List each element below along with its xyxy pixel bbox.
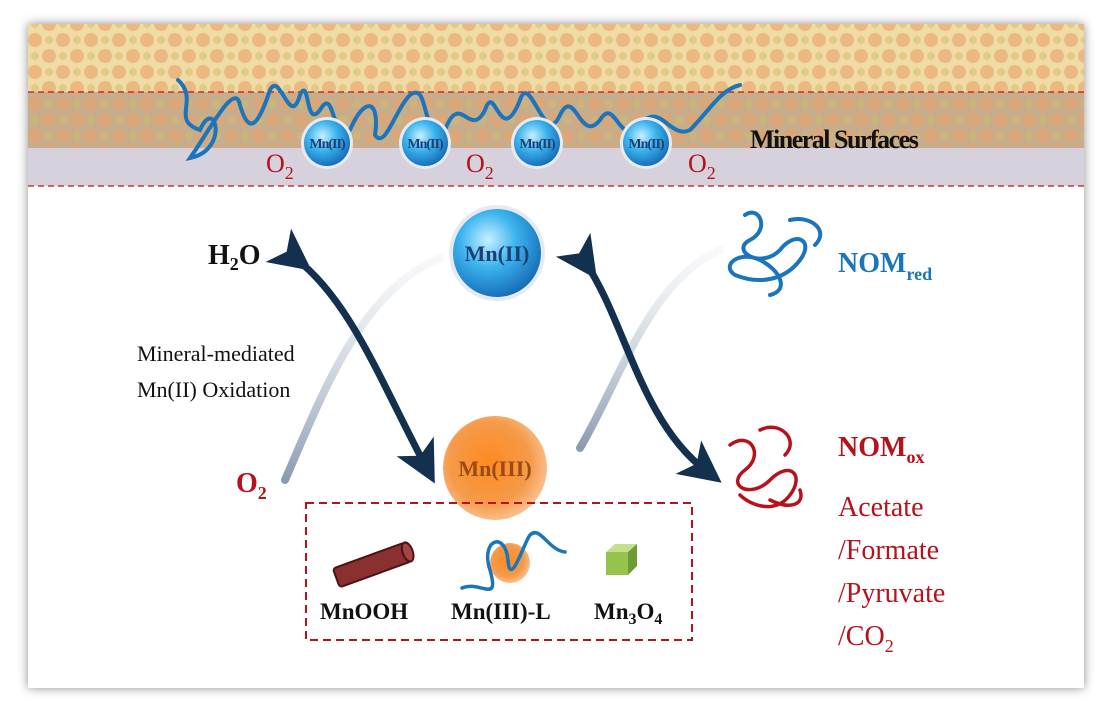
mn2-ion-label: Mn(II) — [628, 137, 665, 152]
mn3-ligand-icon — [460, 531, 567, 591]
product-co2: /CO2 — [838, 621, 894, 656]
mn2-ion-label: Mn(II) — [407, 137, 444, 152]
surface-mn2-ions: Mn(II) Mn(II) Mn(II) Mn(II) — [301, 117, 672, 169]
nom-red-chain — [727, 210, 823, 297]
oxidation-arrow — [265, 228, 435, 484]
mn2-label: Mn(II) — [465, 241, 530, 266]
mineral-surfaces-label: Mineral Surfaces — [750, 125, 919, 154]
mn3-species-box — [305, 502, 693, 641]
product-acetate: Acetate — [838, 492, 924, 523]
mn2-ion-label: Mn(II) — [519, 137, 556, 152]
process-label-line1: Mineral-mediated — [137, 341, 295, 366]
svg-text:O2: O2 — [466, 149, 494, 183]
nom-ox-chain — [728, 425, 803, 509]
h2o-label: H2O — [208, 240, 261, 274]
nom-ox-label: NOMox — [838, 432, 924, 467]
surface-o2-labels: O2 O2 O2 — [266, 149, 716, 183]
mineral-surface-band — [28, 24, 1084, 187]
svg-text:O2: O2 — [688, 149, 716, 183]
mn3-ligand-label: Mn(III)-L — [451, 599, 551, 624]
nom-red-label: NOMred — [838, 248, 932, 284]
mn3o4-cube-icon — [606, 544, 637, 575]
mn3-sphere: Mn(III) — [443, 416, 547, 520]
surface-nom-chain — [176, 78, 742, 161]
products-list: Acetate /Formate /Pyruvate /CO2 — [838, 492, 945, 656]
svg-text:O2: O2 — [266, 149, 294, 183]
mnooh-rod-icon — [332, 541, 415, 588]
process-label-line2: Mn(II) Oxidation — [137, 377, 290, 402]
o2-label: O2 — [236, 468, 267, 503]
product-formate: /Formate — [838, 535, 939, 566]
product-pyruvate: /Pyruvate — [838, 578, 945, 609]
mn3o4-label: Mn3O4 — [594, 599, 662, 628]
mn3-label: Mn(III) — [458, 456, 531, 481]
reduction-arrow — [555, 232, 722, 483]
mnooh-label: MnOOH — [320, 599, 408, 624]
mn2-ion-label: Mn(II) — [309, 137, 346, 152]
mn2-sphere: Mn(II) — [449, 205, 545, 301]
